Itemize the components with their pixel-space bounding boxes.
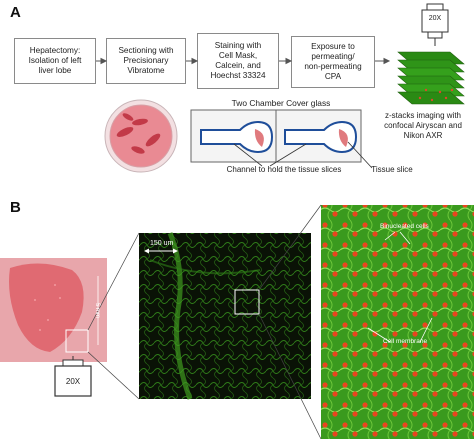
- objective-label: 20X: [428, 15, 442, 22]
- scale-bar-label: 150 um: [150, 240, 174, 247]
- tissue-slice-label: Tissue slice: [371, 165, 413, 174]
- zoomed-cells-image: [321, 205, 474, 439]
- petri-dish-image: [104, 99, 178, 173]
- objective-icon: [54, 356, 92, 397]
- slice-dimension-label: 5 mm: [94, 303, 100, 318]
- cover-glass-diagram: [190, 109, 373, 169]
- step-hepatectomy: Hepatectomy: Isolation of left liver lob…: [14, 38, 96, 84]
- panel-b-letter: B: [10, 199, 21, 216]
- binucleated-label: Binucleated cells: [380, 223, 429, 230]
- membrane-label: Cell membrane: [383, 338, 428, 345]
- liver-slice-photo: [0, 258, 107, 362]
- step-exposure: Exposure to permeating/ non-permeating C…: [291, 36, 375, 88]
- objective-b-label: 20X: [65, 377, 81, 386]
- cover-glass-label: Two Chamber Cover glass: [231, 98, 331, 108]
- objective-icon: [421, 3, 449, 46]
- z-stack-icon: [397, 51, 465, 105]
- panel-a-letter: A: [10, 4, 21, 21]
- confocal-overview-image: [139, 232, 311, 400]
- channel-label: Channel to hold the tissue slices: [226, 165, 342, 174]
- step-staining: Staining with Cell Mask, Calcein, and Ho…: [197, 33, 279, 89]
- step-sectioning: Sectioning with Precisionary Vibratome: [106, 38, 186, 84]
- imaging-label: z-stacks imaging with confocal Airyscan …: [384, 111, 462, 140]
